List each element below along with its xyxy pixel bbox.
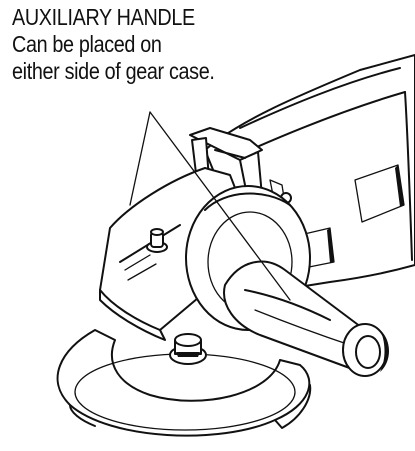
caption-block: AUXILIARY HANDLE Can be placed on either… [12, 4, 215, 85]
grinding-wheel [56, 329, 312, 437]
caption-line-2: either side of gear case. [12, 58, 215, 84]
caption-title: AUXILIARY HANDLE [12, 4, 195, 30]
caption-line-1: Can be placed on [12, 31, 162, 57]
auxiliary-handle [223, 260, 389, 377]
leader-lines [129, 111, 291, 301]
